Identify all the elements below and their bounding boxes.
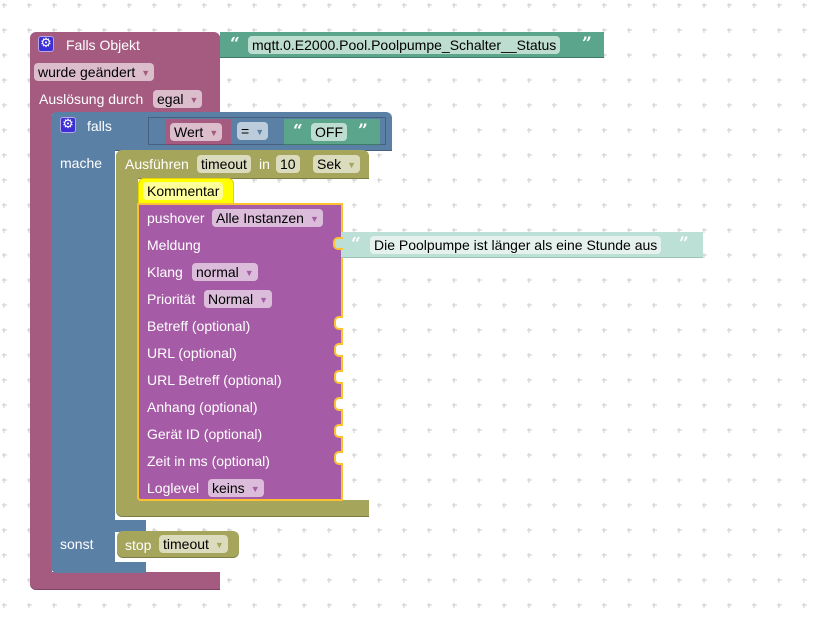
pushover-block[interactable] bbox=[137, 203, 343, 501]
open-quote-icon: “ bbox=[351, 234, 361, 254]
dropdown-arrow-icon: ▼ bbox=[244, 268, 254, 278]
pushover-row-label: Loglevel bbox=[147, 480, 200, 496]
trigger-value: egal bbox=[157, 91, 184, 107]
change-mode-value: wurde geändert bbox=[38, 64, 136, 80]
pushover-row-label: Gerät ID (optional) bbox=[147, 426, 263, 442]
pushover-row-value: keins bbox=[212, 480, 245, 496]
input-connector[interactable] bbox=[334, 343, 343, 357]
pushover-row-label: Zeit in ms (optional) bbox=[147, 453, 270, 469]
input-connector[interactable] bbox=[334, 451, 343, 465]
pushover-row-dropdown[interactable]: Normal ▼ bbox=[204, 290, 273, 308]
change-mode-dropdown[interactable]: wurde geändert ▼ bbox=[34, 63, 155, 81]
value-label: Wert bbox=[174, 124, 204, 140]
pushover-row-label: URL Betreff (optional) bbox=[147, 372, 282, 388]
else-label: sonst bbox=[60, 536, 94, 552]
unit-dropdown[interactable]: Sek ▼ bbox=[313, 155, 361, 173]
input-connector[interactable] bbox=[334, 370, 343, 384]
dropdown-arrow-icon: ▼ bbox=[141, 68, 151, 78]
off-value-field[interactable]: OFF bbox=[311, 123, 347, 141]
trigger-title: Falls Objekt bbox=[66, 37, 140, 53]
open-quote-icon: “ bbox=[293, 121, 303, 141]
pushover-row-label: Betreff (optional) bbox=[147, 318, 251, 334]
object-id-string-block[interactable]: “ mqtt.0.E2000.Pool.Poolpumpe_Schalter__… bbox=[220, 32, 604, 57]
dropdown-arrow-icon: ▼ bbox=[214, 540, 224, 550]
input-connector[interactable] bbox=[334, 397, 343, 411]
pushover-label: pushover bbox=[147, 210, 205, 226]
instance-value: Alle Instanzen bbox=[216, 210, 304, 226]
input-connector[interactable] bbox=[334, 424, 343, 438]
open-quote-icon: “ bbox=[230, 34, 240, 54]
instance-dropdown[interactable]: Alle Instanzen ▼ bbox=[212, 209, 323, 227]
pushover-row-label: Klang bbox=[147, 264, 183, 280]
stop-timer-dropdown[interactable]: timeout ▼ bbox=[159, 535, 228, 553]
execute-label: Ausführen bbox=[125, 156, 189, 172]
dropdown-arrow-icon: ▼ bbox=[259, 295, 269, 305]
message-connector bbox=[333, 237, 343, 250]
stop-block[interactable]: stop timeout ▼ bbox=[117, 531, 239, 557]
object-id-field[interactable]: mqtt.0.E2000.Pool.Poolpumpe_Schalter__St… bbox=[248, 36, 561, 54]
stop-timer-value: timeout bbox=[163, 536, 209, 552]
off-string-block[interactable]: “ OFF ” bbox=[284, 119, 380, 144]
pushover-row-dropdown[interactable]: normal ▼ bbox=[192, 263, 258, 281]
pushover-row-dropdown[interactable]: keins ▼ bbox=[208, 479, 264, 497]
operator-dropdown[interactable]: =▼ bbox=[237, 122, 269, 140]
close-quote-icon: ” bbox=[679, 234, 689, 254]
dropdown-arrow-icon: ▼ bbox=[255, 127, 265, 137]
operator-value: = bbox=[241, 123, 250, 139]
pushover-row-value: normal bbox=[196, 264, 239, 280]
if-label: falls bbox=[87, 118, 112, 134]
pushover-row-label: URL (optional) bbox=[147, 345, 237, 361]
comment-block[interactable]: Kommentar bbox=[138, 178, 234, 204]
pushover-row-label: Anhang (optional) bbox=[147, 399, 258, 415]
value-dropdown[interactable]: Wert ▼ bbox=[170, 123, 223, 141]
dropdown-arrow-icon: ▼ bbox=[189, 95, 199, 105]
dropdown-arrow-icon: ▼ bbox=[347, 160, 357, 170]
pushover-row-label: Priorität bbox=[147, 291, 196, 307]
settings-gear-icon[interactable] bbox=[38, 35, 54, 53]
pushover-row-label: Meldung bbox=[147, 237, 201, 253]
input-connector[interactable] bbox=[334, 316, 343, 330]
stop-label: stop bbox=[125, 537, 152, 553]
value-block[interactable]: Wert ▼ bbox=[165, 119, 231, 144]
trigger-label: Auslösung durch bbox=[39, 91, 144, 107]
unit-value: Sek bbox=[317, 156, 342, 172]
dropdown-arrow-icon: ▼ bbox=[209, 128, 219, 138]
close-quote-icon: ” bbox=[582, 34, 592, 54]
trigger-dropdown[interactable]: egal ▼ bbox=[153, 90, 203, 108]
message-string-block[interactable]: “ Die Poolpumpe ist länger als eine Stun… bbox=[341, 232, 703, 257]
timer-name-field[interactable]: timeout bbox=[197, 155, 251, 173]
in-label: in bbox=[259, 156, 270, 172]
message-text-field[interactable]: Die Poolpumpe ist länger als eine Stunde… bbox=[370, 236, 662, 254]
if-settings-gear-icon[interactable] bbox=[60, 116, 76, 134]
comment-label: Kommentar bbox=[143, 182, 224, 200]
dropdown-arrow-icon: ▼ bbox=[309, 214, 319, 224]
dropdown-arrow-icon: ▼ bbox=[250, 484, 260, 494]
close-quote-icon: ” bbox=[358, 121, 368, 141]
delay-field[interactable]: 10 bbox=[276, 155, 300, 173]
pushover-row-value: Normal bbox=[208, 291, 254, 307]
do-label: mache bbox=[60, 155, 103, 171]
